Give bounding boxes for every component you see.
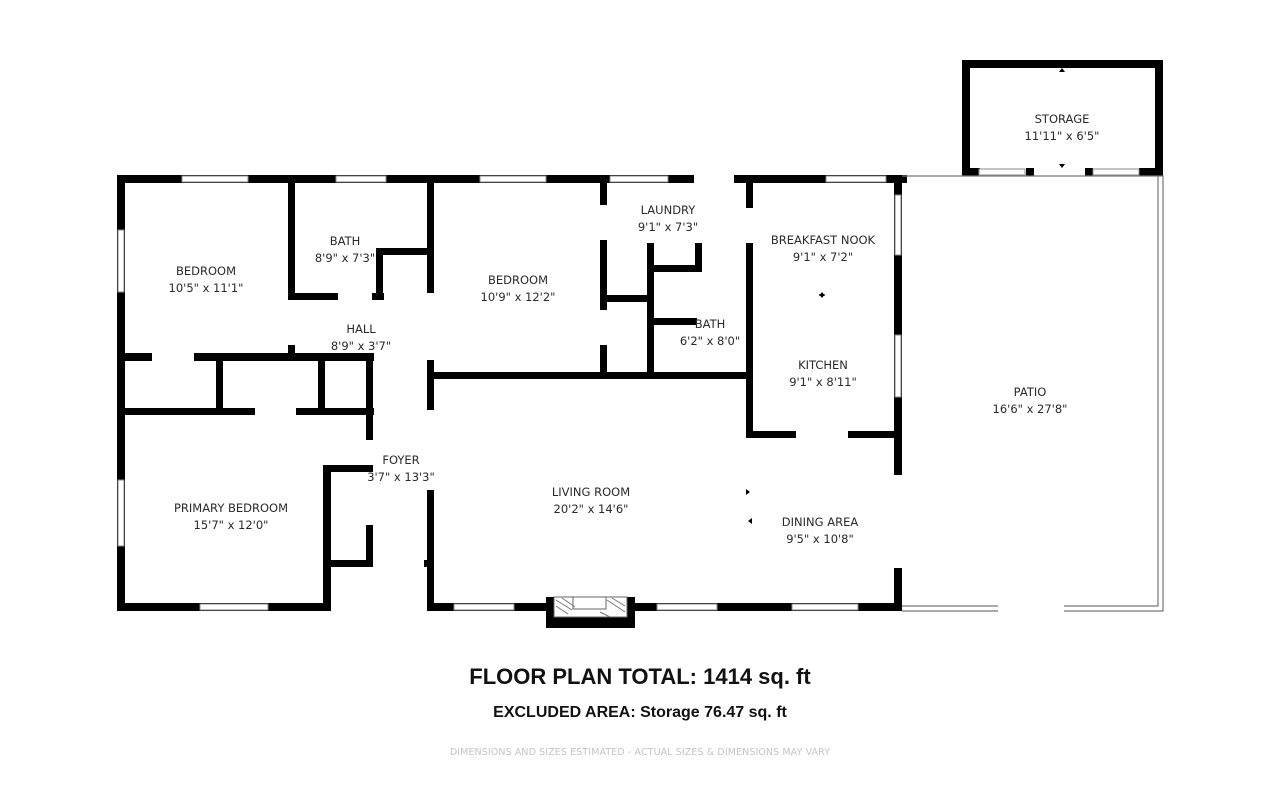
svg-text:BEDROOM: BEDROOM: [488, 273, 548, 287]
svg-text:BREAKFAST NOOK: BREAKFAST NOOK: [771, 233, 876, 247]
svg-text:STORAGE: STORAGE: [1035, 112, 1090, 126]
room-living-room: LIVING ROOM 20'2" x 14'6": [552, 485, 630, 516]
room-bedroom-1: BEDROOM 10'5" x 11'1": [169, 264, 244, 295]
room-bedroom-2: BEDROOM 10'9" x 12'2": [481, 273, 556, 304]
patio-outline: [902, 175, 1164, 612]
svg-text:16'6" x 27'8": 16'6" x 27'8": [993, 402, 1068, 416]
room-breakfast-nook: BREAKFAST NOOK 9'1" x 7'2": [771, 233, 876, 264]
room-kitchen: KITCHEN 9'1" x 8'11": [789, 358, 857, 389]
room-storage: STORAGE 11'11" x 6'5": [1025, 112, 1100, 143]
svg-text:BATH: BATH: [695, 317, 726, 331]
svg-text:9'1" x 7'3": 9'1" x 7'3": [638, 220, 698, 234]
room-hall: HALL 8'9" x 3'7": [331, 322, 391, 353]
room-primary-bedroom: PRIMARY BEDROOM 15'7" x 12'0": [174, 501, 288, 532]
svg-text:LIVING ROOM: LIVING ROOM: [552, 485, 630, 499]
svg-text:3'7" x 13'3": 3'7" x 13'3": [367, 470, 435, 484]
svg-text:6'2" x 8'0": 6'2" x 8'0": [680, 334, 740, 348]
svg-text:HALL: HALL: [346, 322, 376, 336]
room-bath-1: BATH 8'9" x 7'3": [315, 234, 375, 265]
svg-text:FOYER: FOYER: [382, 453, 419, 467]
svg-text:BATH: BATH: [330, 234, 361, 248]
svg-text:11'11" x 6'5": 11'11" x 6'5": [1025, 129, 1100, 143]
excluded-area: EXCLUDED AREA: Storage 76.47 sq. ft: [493, 704, 787, 721]
svg-text:9'1" x 8'11": 9'1" x 8'11": [789, 375, 857, 389]
svg-text:LAUNDRY: LAUNDRY: [641, 203, 697, 217]
walls: [117, 60, 1163, 628]
floor-plan-total: FLOOR PLAN TOTAL: 1414 sq. ft: [469, 664, 811, 689]
svg-text:PATIO: PATIO: [1014, 385, 1047, 399]
svg-text:KITCHEN: KITCHEN: [798, 358, 848, 372]
room-labels: BEDROOM 10'5" x 11'1" BATH 8'9" x 7'3" H…: [169, 112, 1100, 546]
svg-text:15'7" x 12'0": 15'7" x 12'0": [194, 518, 269, 532]
svg-text:8'9" x 7'3": 8'9" x 7'3": [315, 251, 375, 265]
windows: [117, 168, 1140, 611]
room-dining-area: DINING AREA 9'5" x 10'8": [782, 515, 859, 546]
svg-text:10'9" x 12'2": 10'9" x 12'2": [481, 290, 556, 304]
disclaimer: DIMENSIONS AND SIZES ESTIMATED - ACTUAL …: [449, 747, 831, 758]
room-laundry: LAUNDRY 9'1" x 7'3": [638, 203, 698, 234]
floor-plan: BEDROOM 10'5" x 11'1" BATH 8'9" x 7'3" H…: [117, 60, 1164, 628]
svg-text:10'5" x 11'1": 10'5" x 11'1": [169, 281, 244, 295]
svg-text:20'2" x 14'6": 20'2" x 14'6": [554, 502, 629, 516]
svg-text:9'1" x 7'2": 9'1" x 7'2": [793, 250, 853, 264]
dimension-markers: [202, 68, 1065, 524]
room-bath-2: BATH 6'2" x 8'0": [680, 317, 740, 348]
svg-text:BEDROOM: BEDROOM: [176, 264, 236, 278]
room-patio: PATIO 16'6" x 27'8": [993, 385, 1068, 416]
room-foyer: FOYER 3'7" x 13'3": [367, 453, 435, 484]
svg-text:PRIMARY BEDROOM: PRIMARY BEDROOM: [174, 501, 288, 515]
svg-text:9'5" x 10'8": 9'5" x 10'8": [786, 532, 854, 546]
svg-text:DINING AREA: DINING AREA: [782, 515, 859, 529]
svg-text:8'9" x 3'7": 8'9" x 3'7": [331, 339, 391, 353]
